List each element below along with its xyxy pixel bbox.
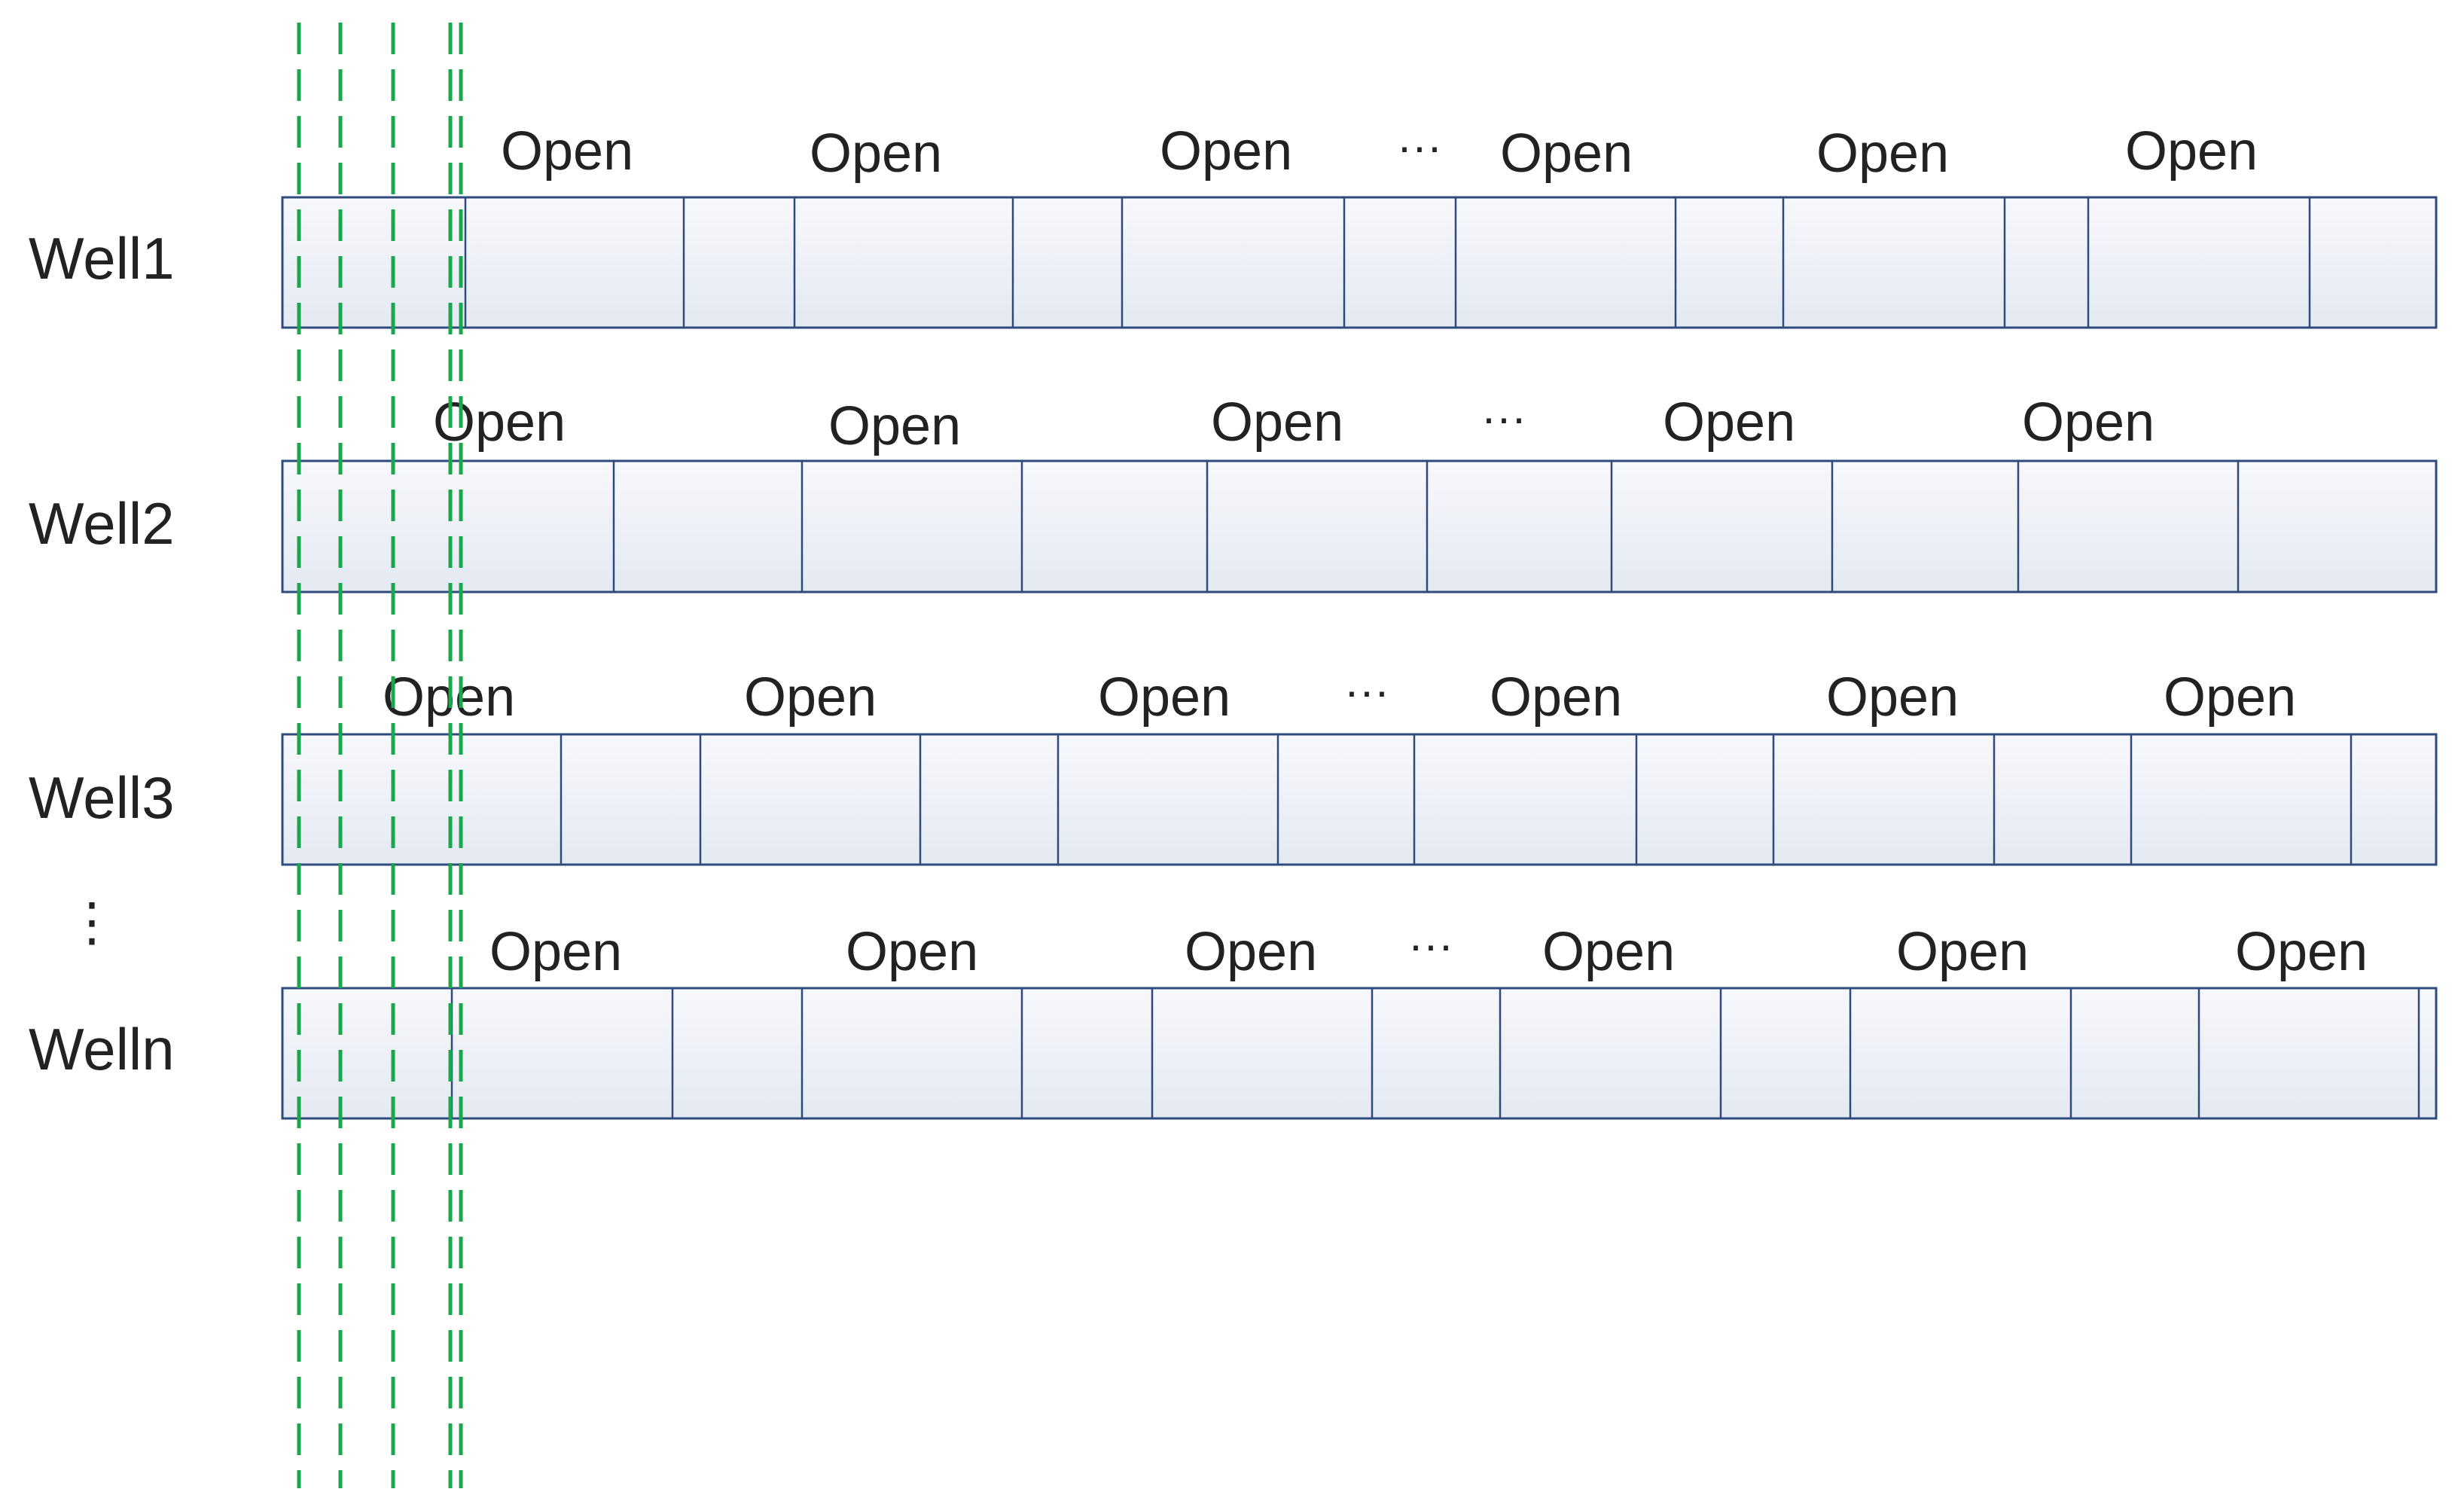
well-row-3: Well3 Open Open Open ··· Open Open Open [29, 666, 2438, 866]
open-label: Open [2022, 392, 2154, 453]
open-label: Open [2125, 121, 2258, 182]
open-label: Open [810, 124, 942, 184]
well-bar [281, 987, 2438, 1120]
open-label: Open [433, 392, 566, 453]
well-label: Welln [29, 1016, 175, 1082]
row-ellipsis: ⋮ [66, 892, 118, 951]
open-label: Open [1211, 392, 1343, 453]
open-label: Open [2164, 667, 2296, 728]
bar-dividers [612, 461, 2240, 592]
well-bar [281, 196, 2438, 329]
well-row-2: Well2 Open Open Open ··· Open Open [29, 392, 2438, 593]
ellipsis-label: ··· [1344, 666, 1389, 716]
open-label: Open [1160, 121, 1292, 182]
bar-dividers [450, 988, 2420, 1118]
open-label: Open [1098, 667, 1230, 728]
well-label: Well3 [29, 764, 175, 831]
open-label: Open [1663, 392, 1795, 453]
open-label: Open [1816, 124, 1949, 184]
open-label: Open [744, 667, 877, 728]
well-row-n: Welln Open Open Open ··· Open Open Open [29, 920, 2438, 1120]
open-label: Open [1542, 922, 1675, 982]
open-label: Open [1185, 922, 1317, 982]
ellipsis-label: ··· [1408, 920, 1453, 970]
well-label: Well2 [29, 490, 175, 557]
open-label: Open [1826, 667, 1959, 728]
open-label: Open [1500, 124, 1633, 184]
open-label: Open [489, 922, 622, 982]
open-label: Open [2235, 922, 2368, 982]
open-label: Open [1490, 667, 1622, 728]
dashed-guide-lines [297, 23, 463, 1488]
open-label: Open [1896, 922, 2029, 982]
open-label: Open [501, 121, 633, 182]
bar-dividers [560, 734, 2353, 865]
well-row-1: Well1 Open Open Open ··· Open Open Open [29, 121, 2438, 329]
open-label: Open [846, 922, 978, 982]
ellipsis-label: ··· [1397, 121, 1442, 172]
ellipsis-label: ··· [1481, 392, 1526, 443]
well-bar [281, 733, 2438, 866]
well-bar [281, 459, 2438, 593]
bar-dividers [464, 197, 2311, 328]
open-label: Open [828, 396, 961, 456]
well-label: Well1 [29, 225, 175, 291]
